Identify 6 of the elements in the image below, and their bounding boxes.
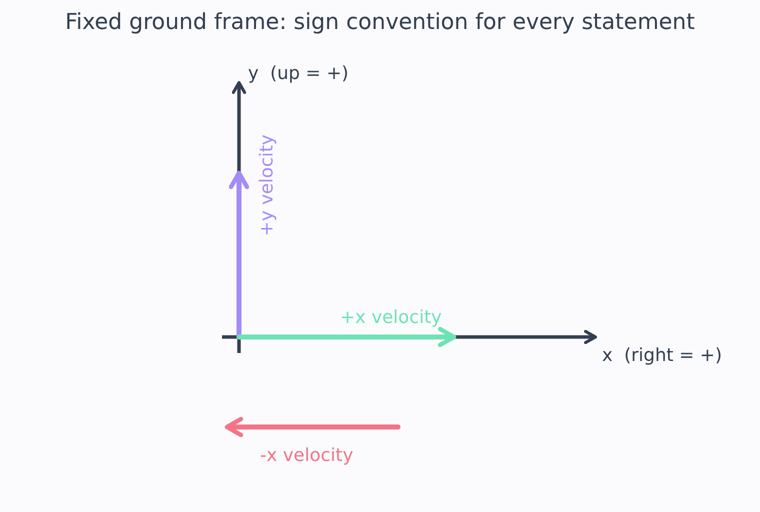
- axis-label: x (right = +): [602, 346, 722, 367]
- vector-label: -x velocity: [260, 446, 354, 467]
- axis-label: y (up = +): [248, 64, 349, 85]
- title: Fixed ground frame: sign convention for every statement: [64, 10, 696, 36]
- vector-label: +x velocity: [340, 308, 442, 329]
- vector-label: +y velocity: [258, 134, 279, 236]
